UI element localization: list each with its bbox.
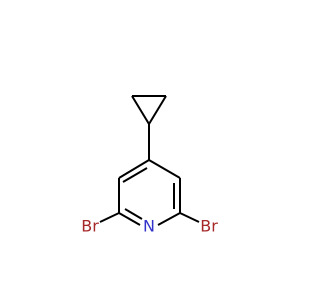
pyridine-bond-c4-c3-inner [122, 167, 148, 183]
pyridine-bond-c4-c3 [118, 159, 150, 179]
c2-br-bond [99, 212, 120, 223]
bromine-atom-right-label: Br [200, 217, 218, 236]
pyridine-bond-c4-c5 [148, 159, 181, 179]
bromine-atom-left-label: Br [81, 217, 99, 236]
cyclopropyl-bond-left [131, 95, 150, 125]
pyridine-bond-n-c6 [157, 212, 181, 226]
pyridine-bond-c2-n-inner [124, 208, 143, 220]
molecule-structure-diagram: Br N Br [81, 95, 218, 236]
c6-br-bond [179, 212, 200, 223]
cyclopropyl-bond-right [148, 95, 167, 125]
nitrogen-atom-label: N [143, 217, 155, 236]
pyridine-bond-c2-n [118, 212, 141, 226]
